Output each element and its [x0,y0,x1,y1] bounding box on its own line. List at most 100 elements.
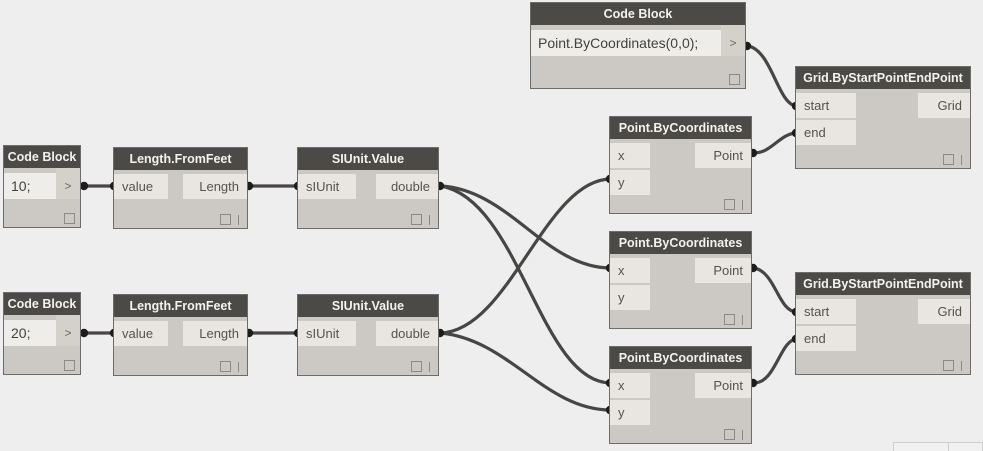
output-port-Point[interactable]: Point [695,258,751,283]
input-port-x[interactable]: x [610,373,650,398]
node-footer-icons [724,429,746,440]
code-block-output-gutter [56,168,80,173]
input-port-start[interactable]: start [796,299,856,324]
code-block-output-port[interactable]: > [721,30,745,56]
preview-toggle-icon[interactable] [411,214,422,225]
lacing-icon[interactable] [742,429,743,440]
input-port-end[interactable]: end [796,326,856,351]
node-footer-icons [943,360,965,371]
preview-toggle-icon[interactable] [943,154,954,165]
output-port-Length[interactable]: Length [183,174,247,199]
lacing-icon[interactable] [742,314,743,325]
wire[interactable] [746,44,799,108]
output-port-double[interactable]: double [376,174,438,199]
node-footer-icons [64,360,75,371]
input-port-y[interactable]: y [610,170,650,195]
wire[interactable] [439,184,613,270]
node-siunit-value-2[interactable]: SIUnit.Value sIUnit double [297,294,439,376]
node-title: Code Block [531,3,745,25]
output-port-Point[interactable]: Point [695,373,751,398]
code-block-output-port[interactable]: > [56,173,80,199]
node-siunit-value-1[interactable]: SIUnit.Value sIUnit double [297,147,439,229]
input-port-y[interactable]: y [610,285,650,310]
node-body: 10;> [4,168,80,227]
wire[interactable] [439,184,613,385]
preview-toggle-icon[interactable] [724,199,735,210]
node-title: SIUnit.Value [298,148,438,170]
code-block-editor[interactable]: Point.ByCoordinates(0,0); [531,30,721,56]
code-block-output-gutter [721,25,745,30]
bottom-right-toolbar[interactable] [893,442,983,451]
node-body: Point.ByCoordinates(0,0);> [531,25,745,88]
preview-toggle-icon[interactable] [220,214,231,225]
node-title: Point.ByCoordinates [610,347,751,369]
output-port-Grid[interactable]: Grid [918,299,970,324]
wire[interactable] [752,266,799,314]
node-body: value Length [114,317,247,375]
node-title: SIUnit.Value [298,295,438,317]
node-title: Length.FromFeet [114,148,247,170]
lacing-icon[interactable] [429,214,430,225]
lacing-icon[interactable] [429,361,430,372]
preview-toggle-icon[interactable] [220,361,231,372]
port-connector-dot[interactable] [79,181,89,191]
input-port-sIUnit[interactable]: sIUnit [298,321,356,346]
input-port-sIUnit[interactable]: sIUnit [298,174,356,199]
wire[interactable] [752,131,799,155]
preview-toggle-icon[interactable] [64,213,75,224]
code-block-editor[interactable]: 20; [4,320,56,346]
node-footer-icons [724,314,746,325]
wire[interactable] [439,177,613,335]
node-footer-icons [724,199,746,210]
input-port-end[interactable]: end [796,120,856,145]
node-footer-icons [220,361,242,372]
lacing-icon[interactable] [742,199,743,210]
lacing-icon[interactable] [961,360,962,371]
input-port-value[interactable]: value [114,174,168,199]
input-port-x[interactable]: x [610,258,650,283]
preview-toggle-icon[interactable] [724,429,735,440]
output-port-Grid[interactable]: Grid [918,93,970,118]
output-port-double[interactable]: double [376,321,438,346]
preview-toggle-icon[interactable] [943,360,954,371]
port-connector-dot[interactable] [79,328,89,338]
preview-toggle-icon[interactable] [729,74,740,85]
preview-toggle-icon[interactable] [724,314,735,325]
input-port-x[interactable]: x [610,143,650,168]
output-port-Point[interactable]: Point [695,143,751,168]
node-footer-icons [943,154,965,165]
input-port-y[interactable]: y [610,400,650,425]
preview-toggle-icon[interactable] [64,360,75,371]
wire[interactable] [752,337,799,385]
input-port-value[interactable]: value [114,321,168,346]
preview-toggle-icon[interactable] [411,361,422,372]
node-length-fromfeet-1[interactable]: Length.FromFeet value Length [113,147,248,229]
node-footer-icons [220,214,242,225]
node-title: Point.ByCoordinates [610,117,751,139]
code-block-editor[interactable]: 10; [4,173,56,199]
output-port-Length[interactable]: Length [183,321,247,346]
input-port-start[interactable]: start [796,93,856,118]
lacing-icon[interactable] [961,154,962,165]
code-block-output-port[interactable]: > [56,320,80,346]
node-title: Point.ByCoordinates [610,232,751,254]
node-body: 20;> [4,315,80,374]
lacing-icon[interactable] [238,214,239,225]
wire[interactable] [439,331,613,412]
lacing-icon[interactable] [238,361,239,372]
node-title: Code Block [4,293,80,315]
